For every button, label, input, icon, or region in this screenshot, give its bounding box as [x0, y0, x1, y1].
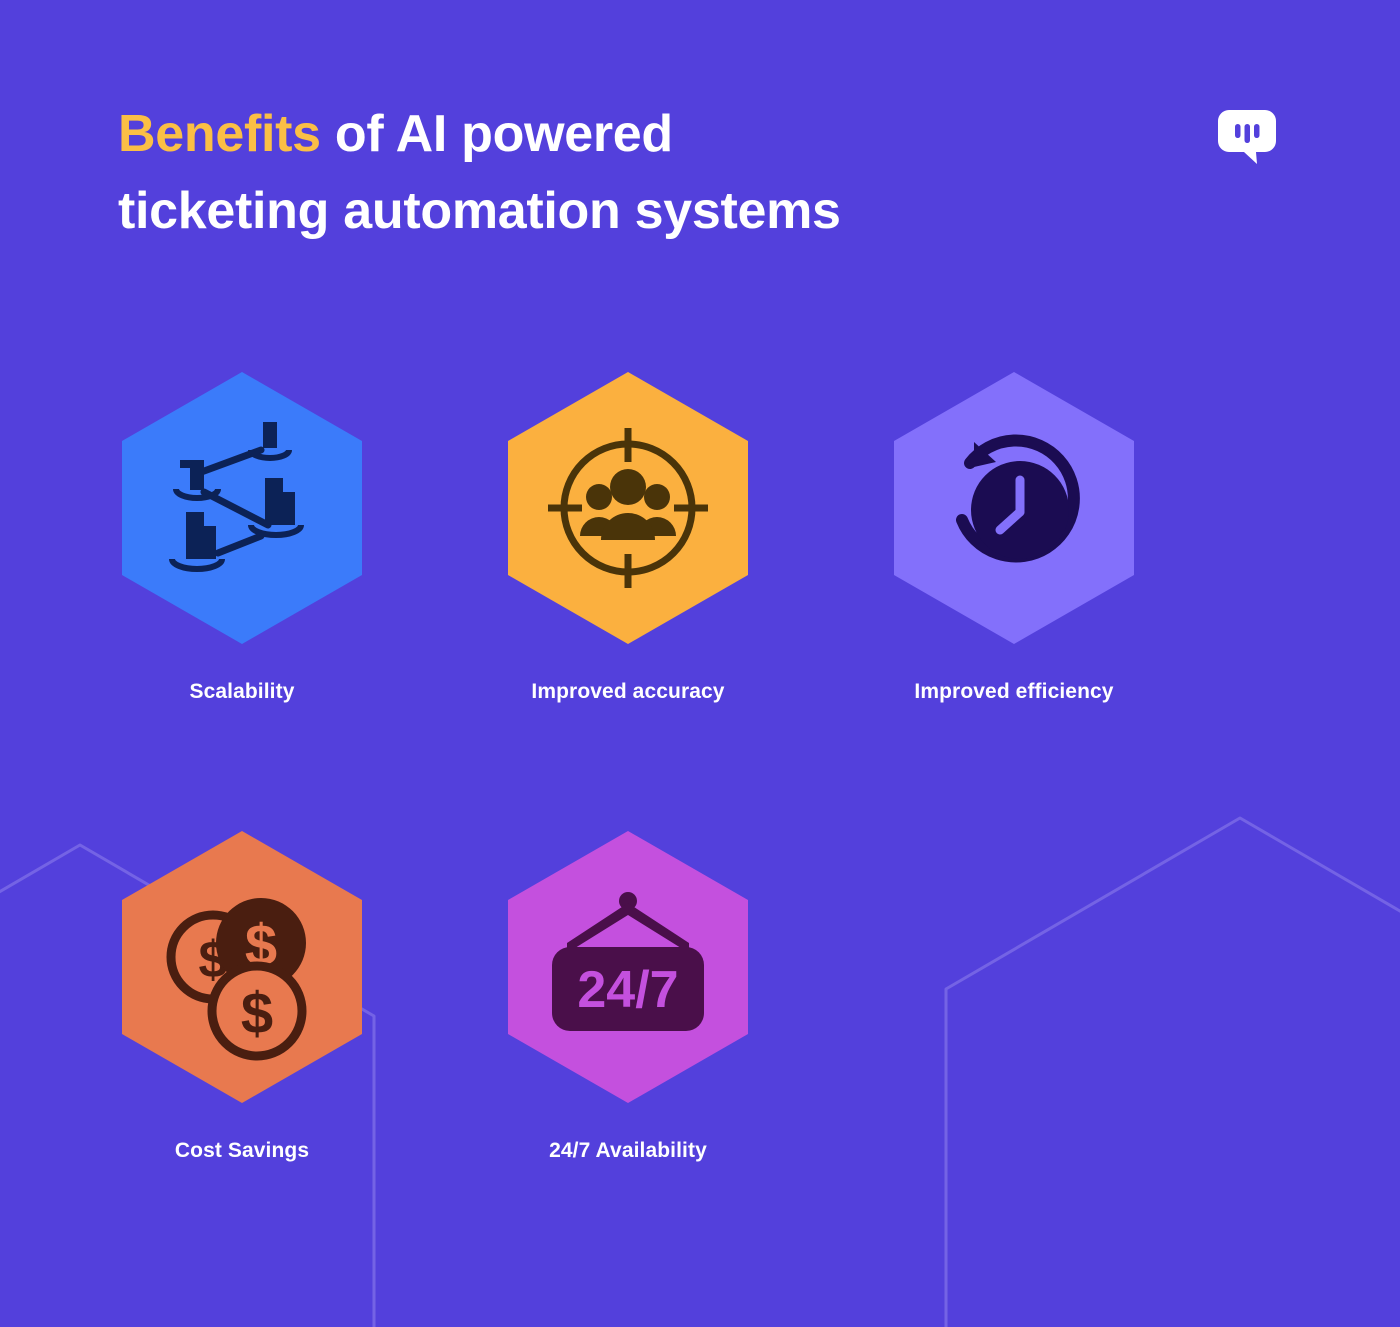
benefit-label: Scalability: [189, 680, 295, 703]
svg-text:$: $: [241, 981, 273, 1046]
hexagon-tile: [890, 370, 1138, 646]
benefit-card-24-7-availability[interactable]: 24/7 24/7 Availability: [504, 829, 752, 1163]
benefit-label: Cost Savings: [174, 1139, 310, 1162]
benefit-label: Improved efficiency: [914, 680, 1114, 703]
clock-history-icon: [894, 372, 1134, 644]
target-audience-icon: [508, 372, 748, 644]
page-title-accent: Benefits: [118, 105, 321, 163]
benefit-card-improved-efficiency[interactable]: Improved efficiency: [890, 370, 1138, 704]
chat-bubble-icon: [1218, 110, 1276, 164]
header: Benefits of AI powered ticketing automat…: [118, 96, 1278, 250]
benefit-label: Improved accuracy: [531, 680, 725, 703]
page-title-rest: of AI powered: [320, 105, 673, 163]
page-title-line2: ticketing automation systems: [118, 181, 841, 240]
hexagon-tile: [504, 370, 752, 646]
benefit-card-cost-savings[interactable]: $ $ $ Cost Savings: [118, 829, 366, 1163]
benefit-label: 24/7 Availability: [549, 1139, 707, 1162]
benefits-grid: Scalability: [118, 370, 1178, 1163]
page-title: Benefits of AI powered ticketing automat…: [118, 96, 1018, 250]
hexagon-tile: 24/7: [504, 829, 752, 1105]
benefit-card-improved-accuracy[interactable]: Improved accuracy: [504, 370, 752, 704]
hexagon-tile: [118, 370, 366, 646]
hanging-sign-247-icon: 24/7: [508, 831, 748, 1103]
network-nodes-icon: [122, 372, 362, 644]
benefit-card-scalability[interactable]: Scalability: [118, 370, 366, 704]
sign-text: 24/7: [577, 961, 678, 1019]
dollar-coins-icon: $ $ $: [122, 831, 362, 1103]
hexagon-tile: $ $ $: [118, 829, 366, 1105]
